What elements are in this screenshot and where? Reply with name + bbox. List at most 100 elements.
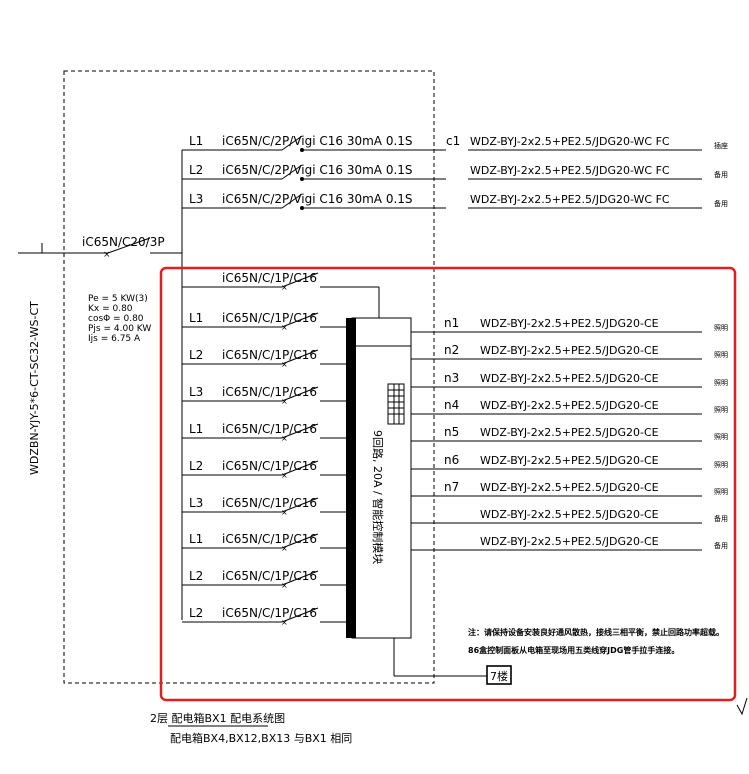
circuit-id: n5 bbox=[444, 425, 459, 439]
breaker-x: × bbox=[281, 471, 288, 480]
breaker-x: × bbox=[281, 397, 288, 406]
breaker-blade bbox=[281, 497, 319, 513]
breaker-x: × bbox=[281, 323, 288, 332]
module-bus-bar bbox=[346, 318, 356, 638]
breaker-x: × bbox=[281, 581, 288, 590]
cable-spec: WDZ-BYJ-2x2.5+PE2.5/JDG20-CE bbox=[480, 399, 659, 412]
top-circuit-row: L1 iC65N/C/2P/Vigi C16 30mA 0.1S c1 WDZ-BYJ… bbox=[182, 134, 728, 152]
load-label: 备用 bbox=[714, 199, 728, 208]
corner-check-mark bbox=[736, 697, 748, 716]
feeder-cable-label: WDZBN-YJY-5*6-CT-SC32-WS-CT bbox=[28, 301, 41, 475]
calc-ijs: Ijs = 6.75 A bbox=[88, 334, 141, 344]
breaker-x: × bbox=[281, 544, 288, 553]
breaker-x: × bbox=[281, 283, 288, 292]
panel-tag: 7楼 bbox=[490, 669, 508, 683]
lighting-breaker-row: ×iC65N/C/1P/C16 bbox=[182, 271, 380, 318]
main-breaker-label: iC65N/C20/3P bbox=[82, 235, 165, 249]
breaker-x: × bbox=[281, 360, 288, 369]
breaker-blade bbox=[281, 312, 319, 328]
breaker-blade bbox=[281, 193, 303, 209]
caption-line-2: 配电箱BX4,BX12,BX13 与BX1 相同 bbox=[170, 731, 352, 745]
module-label: 9回路, 20A / 智能控制模块 bbox=[371, 430, 385, 564]
load-calc-block: Pe = 5 KW(3) Kx = 0.80 cosΦ = 0.80 Pjs =… bbox=[88, 294, 151, 344]
cable-spec: WDZ-BYJ-2x2.5+PE2.5/JDG20-CE bbox=[480, 535, 659, 548]
breaker-label: iC65N/C/1P/C16 bbox=[222, 496, 317, 510]
breaker-label: iC65N/C/1P/C16 bbox=[222, 385, 317, 399]
breaker-blade bbox=[281, 460, 319, 476]
load-label: 备用 bbox=[714, 541, 728, 550]
cable-spec: WDZ-BYJ-2x2.5+PE2.5/JDG20-WC FC bbox=[470, 193, 670, 206]
cable-spec: WDZ-BYJ-2x2.5+PE2.5/JDG20-WC FC bbox=[470, 135, 670, 148]
circuit-id: n4 bbox=[444, 398, 459, 412]
cable-spec: WDZ-BYJ-2x2.5+PE2.5/JDG20-CE bbox=[480, 317, 659, 330]
caption-line-1: 2层 配电箱BX1 配电系统图 bbox=[150, 711, 285, 725]
load-label: 照明 bbox=[714, 379, 728, 387]
breaker-blade bbox=[281, 386, 319, 402]
cable-spec: WDZ-BYJ-2x2.5+PE2.5/JDG20-WC FC bbox=[470, 164, 670, 177]
breaker-blade bbox=[281, 164, 303, 180]
phase-label: L2 bbox=[189, 459, 203, 473]
breaker-blade bbox=[281, 135, 303, 151]
note-line-1: 注：请保持设备安装良好通风散热，接线三相平衡，禁止回路功率超载。 bbox=[468, 627, 724, 637]
cable-spec: WDZ-BYJ-2x2.5+PE2.5/JDG20-CE bbox=[480, 426, 659, 439]
phase-label: L1 bbox=[189, 532, 203, 546]
feeder-group: WDZBN-YJY-5*6-CT-SC32-WS-CT × iC65N/C20/… bbox=[18, 235, 182, 475]
breaker-label: iC65N/C/1P/C16 bbox=[222, 311, 317, 325]
phase-label: L1 bbox=[189, 311, 203, 325]
circuit-id: n7 bbox=[444, 480, 459, 494]
rcbo-label: iC65N/C/2P/Vigi C16 30mA 0.1S bbox=[222, 192, 413, 206]
main-breaker-x: × bbox=[103, 250, 111, 260]
breaker-x: × bbox=[281, 508, 288, 517]
breaker-blade bbox=[281, 570, 319, 586]
load-label: 照明 bbox=[714, 433, 728, 441]
cable-spec: WDZ-BYJ-2x2.5+PE2.5/JDG20-CE bbox=[480, 454, 659, 467]
cable-spec: WDZ-BYJ-2x2.5+PE2.5/JDG20-CE bbox=[480, 481, 659, 494]
load-label: 照明 bbox=[714, 351, 728, 359]
lighting-breaker-row: × L3 iC65N/C/1P/C16 bbox=[182, 385, 346, 406]
circuit-id: n2 bbox=[444, 343, 459, 357]
control-module: 9回路, 20A / 智能控制模块 7楼 bbox=[346, 317, 512, 685]
phase-label: L3 bbox=[189, 496, 203, 510]
cable-spec: WDZ-BYJ-2x2.5+PE2.5/JDG20-CE bbox=[480, 508, 659, 521]
circuit-id: c1 bbox=[446, 134, 460, 148]
breaker-label: iC65N/C/1P/C16 bbox=[222, 271, 317, 285]
load-label: 备用 bbox=[714, 170, 728, 179]
panel-enclosure bbox=[63, 70, 435, 684]
phase-label: L1 bbox=[189, 422, 203, 436]
calc-pjs: Pjs = 4.00 KW bbox=[88, 324, 151, 334]
breaker-label: iC65N/C/1P/C16 bbox=[222, 348, 317, 362]
lighting-breaker-row: × L2 iC65N/C/1P/C16 bbox=[182, 459, 346, 480]
circuit-id: n1 bbox=[444, 316, 459, 330]
phase-label: L3 bbox=[189, 385, 203, 399]
breaker-label: iC65N/C/1P/C16 bbox=[222, 459, 317, 473]
load-label: 备用 bbox=[714, 514, 728, 523]
phase-label: L1 bbox=[189, 134, 203, 148]
breaker-blade bbox=[281, 607, 319, 623]
phase-label: L3 bbox=[189, 192, 203, 206]
top-circuit-row: L3 iC65N/C/2P/Vigi C16 30mA 0.1S WDZ-BYJ-2… bbox=[182, 192, 728, 210]
phase-label: L2 bbox=[189, 569, 203, 583]
rcbo-label: iC65N/C/2P/Vigi C16 30mA 0.1S bbox=[222, 134, 413, 148]
breaker-blade bbox=[281, 423, 319, 439]
calc-kx: Kx = 0.80 bbox=[88, 304, 133, 314]
output-circuit-row: WDZ-BYJ-2x2.5+PE2.5/JDG20-CE 备用 bbox=[411, 535, 728, 551]
breaker-x: × bbox=[281, 434, 288, 443]
breaker-label: iC65N/C/1P/C16 bbox=[222, 532, 317, 546]
load-label: 插座 bbox=[714, 141, 728, 150]
load-label: 照明 bbox=[714, 406, 728, 414]
breaker-blade bbox=[281, 349, 319, 365]
highlight-annotation-box bbox=[159, 266, 737, 702]
main-breaker-blade bbox=[107, 237, 151, 254]
lighting-breaker-row: × L1 iC65N/C/1P/C16 bbox=[182, 532, 346, 553]
